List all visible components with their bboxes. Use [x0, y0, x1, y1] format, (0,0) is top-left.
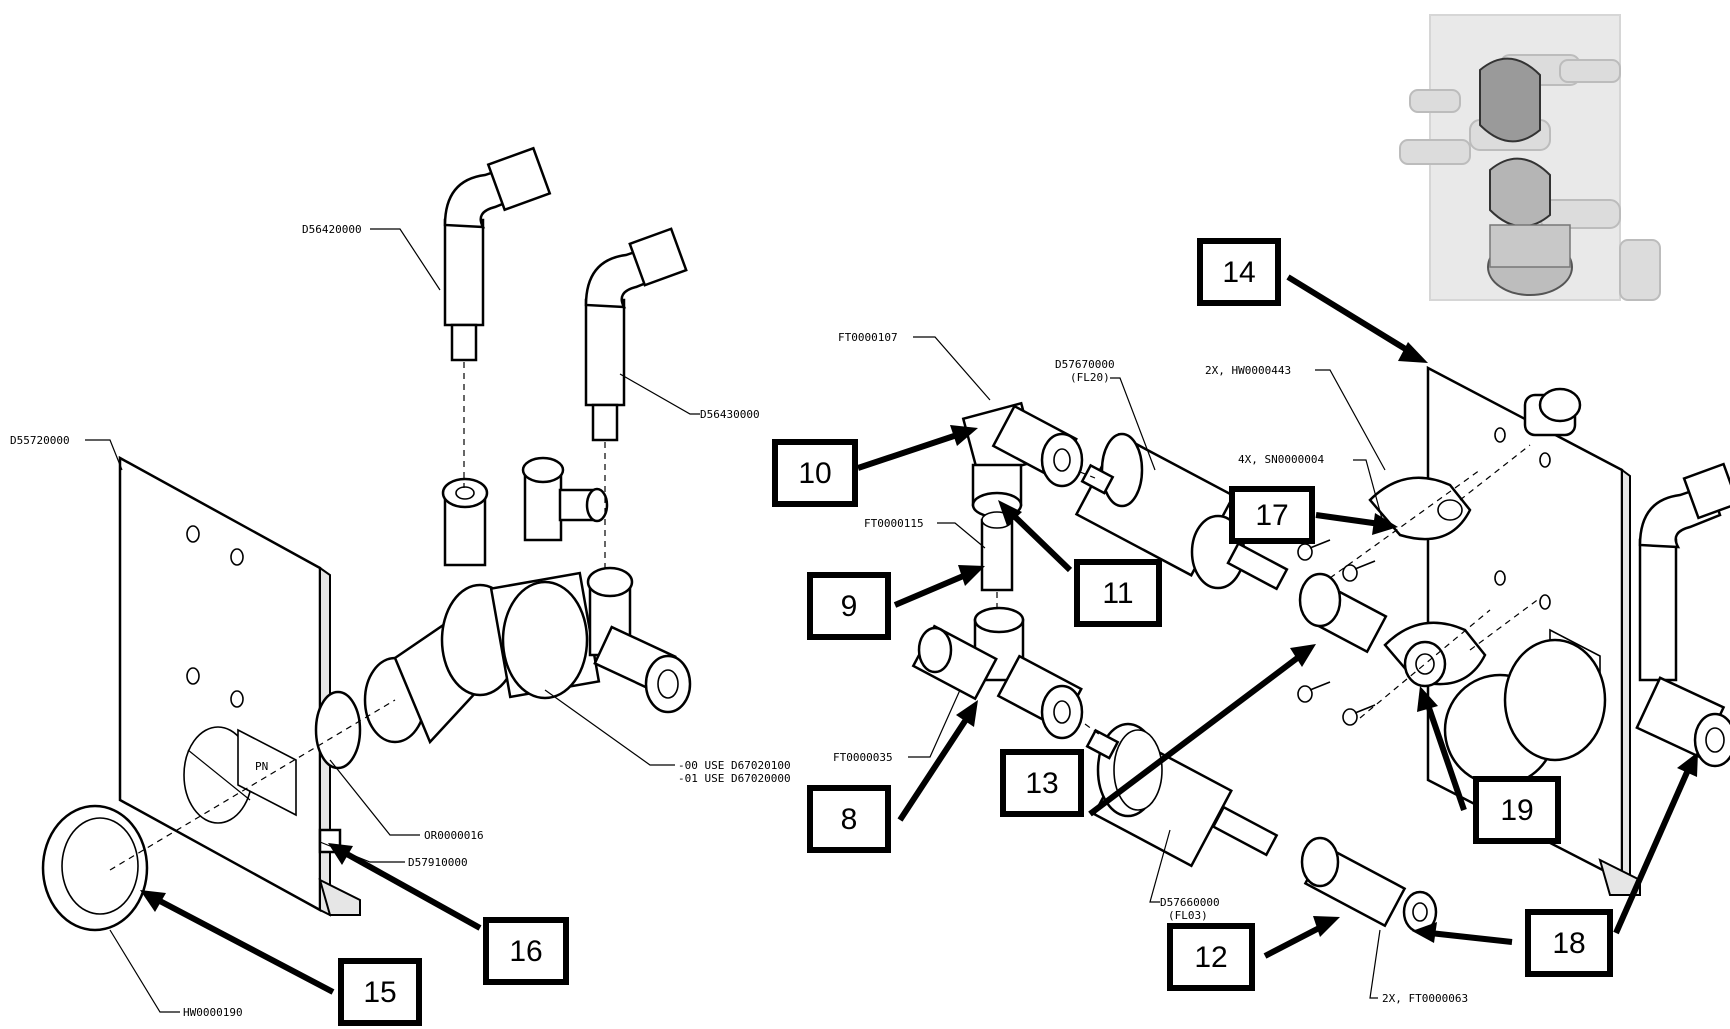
callout-15: 15: [338, 958, 422, 1026]
pn-fl03: (FL03): [1168, 909, 1208, 922]
pn-fl20: (FL20): [1070, 371, 1110, 384]
pn-ft0000107: FT0000107: [838, 331, 898, 344]
svg-text:18: 18: [1552, 927, 1585, 960]
svg-text:12: 12: [1194, 941, 1227, 974]
callout-9: 9: [807, 572, 891, 640]
pn-2x-ft0000063: 2X, FT0000063: [1382, 992, 1468, 1005]
svg-text:9: 9: [841, 590, 858, 623]
svg-text:10: 10: [798, 457, 831, 490]
callout-18: 18: [1525, 909, 1613, 977]
pn-ft0000115: FT0000115: [864, 517, 924, 530]
svg-text:17: 17: [1255, 499, 1288, 532]
filter-fl03: [1085, 722, 1279, 868]
callout-12: 12: [1167, 923, 1255, 991]
pn-d57670000: D57670000: [1055, 358, 1115, 371]
pn-d57910000: D57910000: [408, 856, 468, 869]
callout-arrows: [140, 274, 1698, 995]
o-ring: [314, 690, 362, 770]
part-number-labels: D56420000 D56430000 D55720000 OR0000016 …: [10, 223, 1468, 1019]
callout-16: 16: [483, 917, 569, 985]
svg-text:19: 19: [1500, 794, 1533, 827]
callout-10: 10: [772, 439, 858, 507]
panel-plate-left: [118, 455, 322, 913]
callout-11: 11: [1074, 559, 1162, 627]
callout-13: 13: [1000, 749, 1084, 817]
pn-use-00: -00 USE D67020100: [678, 759, 791, 772]
callout-boxes: 10 9 11 8 13 14 17 19: [338, 238, 1613, 1026]
svg-text:13: 13: [1025, 767, 1058, 800]
pn-hw0000190: HW0000190: [183, 1006, 243, 1019]
svg-text:14: 14: [1222, 256, 1255, 289]
left-regulator-assembly: PN: [41, 146, 692, 932]
callout-17: 17: [1229, 486, 1315, 544]
svg-text:8: 8: [841, 803, 858, 836]
pn-d56420000: D56420000: [302, 223, 362, 236]
pn-use-01: -01 USE D67020000: [678, 772, 791, 785]
callout-8: 8: [807, 785, 891, 853]
callout-14: 14: [1197, 238, 1281, 306]
pn-ft0000035: FT0000035: [833, 751, 893, 764]
pn-d55720000: D55720000: [10, 434, 70, 447]
pn-4x-sn0000004: 4X, SN0000004: [1238, 453, 1324, 466]
assembly-thumbnail: [1399, 14, 1661, 301]
svg-text:PN: PN: [255, 760, 268, 773]
right-filter-assembly: [911, 365, 1730, 934]
pn-d57660000: D57660000: [1160, 896, 1220, 909]
callout-19: 19: [1473, 776, 1561, 844]
svg-text:15: 15: [363, 976, 396, 1009]
clamp-upper: [1368, 476, 1472, 541]
pn-d56430000: D56430000: [700, 408, 760, 421]
svg-text:11: 11: [1102, 577, 1133, 610]
pn-2x-hw0000443: 2X, HW0000443: [1205, 364, 1291, 377]
pn-or0000016: OR0000016: [424, 829, 484, 842]
svg-text:16: 16: [509, 935, 542, 968]
